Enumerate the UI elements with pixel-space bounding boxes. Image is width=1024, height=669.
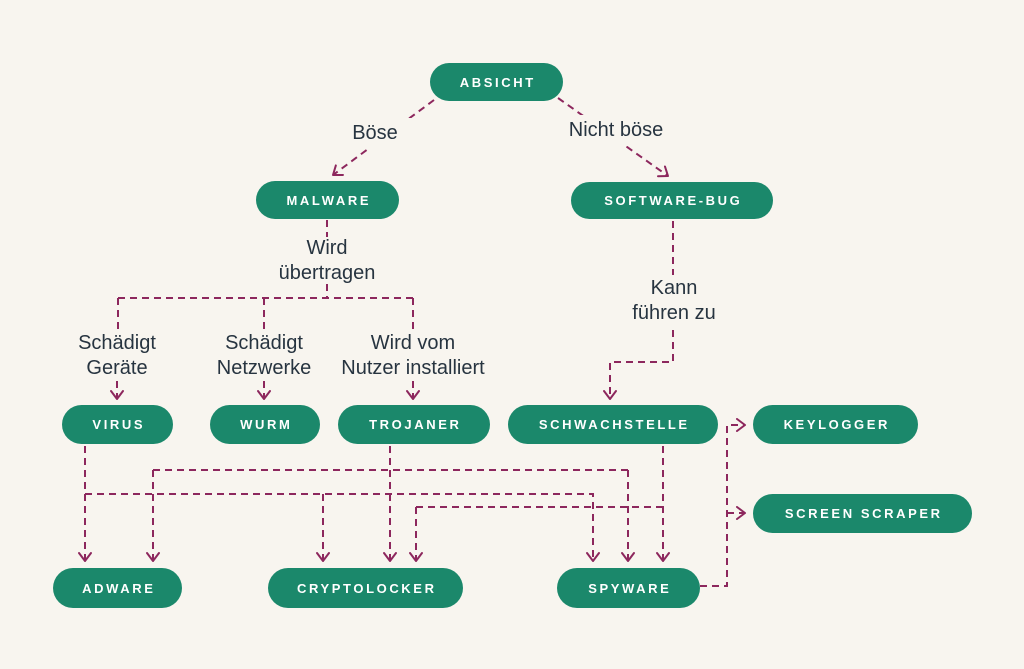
node-spyware: SPYWARE — [557, 568, 700, 608]
node-virus: VIRUS — [62, 405, 173, 444]
node-keylogger: KEYLOGGER — [753, 405, 918, 444]
edge-label-nicht-boese: Nicht böse — [550, 115, 682, 146]
edge-label-wird-uebertragen: Wird übertragen — [278, 237, 376, 284]
edge-absicht-software-bug — [557, 97, 669, 178]
edge-software-bug-schwachstelle — [603, 330, 674, 400]
edge-spyware-keylogger — [700, 418, 746, 587]
node-cryptolocker: CRYPTOLOCKER — [268, 568, 463, 608]
edge-label-schaedigt-geraete: Schädigt Geräte — [78, 332, 156, 379]
edge-virus-spyware — [85, 493, 600, 562]
node-screen-scraper: SCREEN SCRAPER — [753, 494, 972, 533]
node-software-bug: SOFTWARE-BUG — [571, 182, 773, 219]
node-wurm: WURM — [210, 405, 320, 444]
node-adware: ADWARE — [53, 568, 182, 608]
node-absicht: ABSICHT — [430, 63, 563, 101]
edge-label-boese: Böse — [335, 118, 415, 149]
node-schwachstelle: SCHWACHSTELLE — [508, 405, 718, 444]
edge-label-wird-vom-nutzer-installiert: Wird vom Nutzer installiert — [341, 332, 485, 379]
node-trojaner: TROJANER — [338, 405, 490, 444]
edge-label-kann-fuehren-zu: Kann führen zu — [632, 277, 716, 324]
node-malware: MALWARE — [256, 181, 399, 219]
edge-label-schaedigt-netzwerke: Schädigt Netzwerke — [216, 332, 312, 379]
